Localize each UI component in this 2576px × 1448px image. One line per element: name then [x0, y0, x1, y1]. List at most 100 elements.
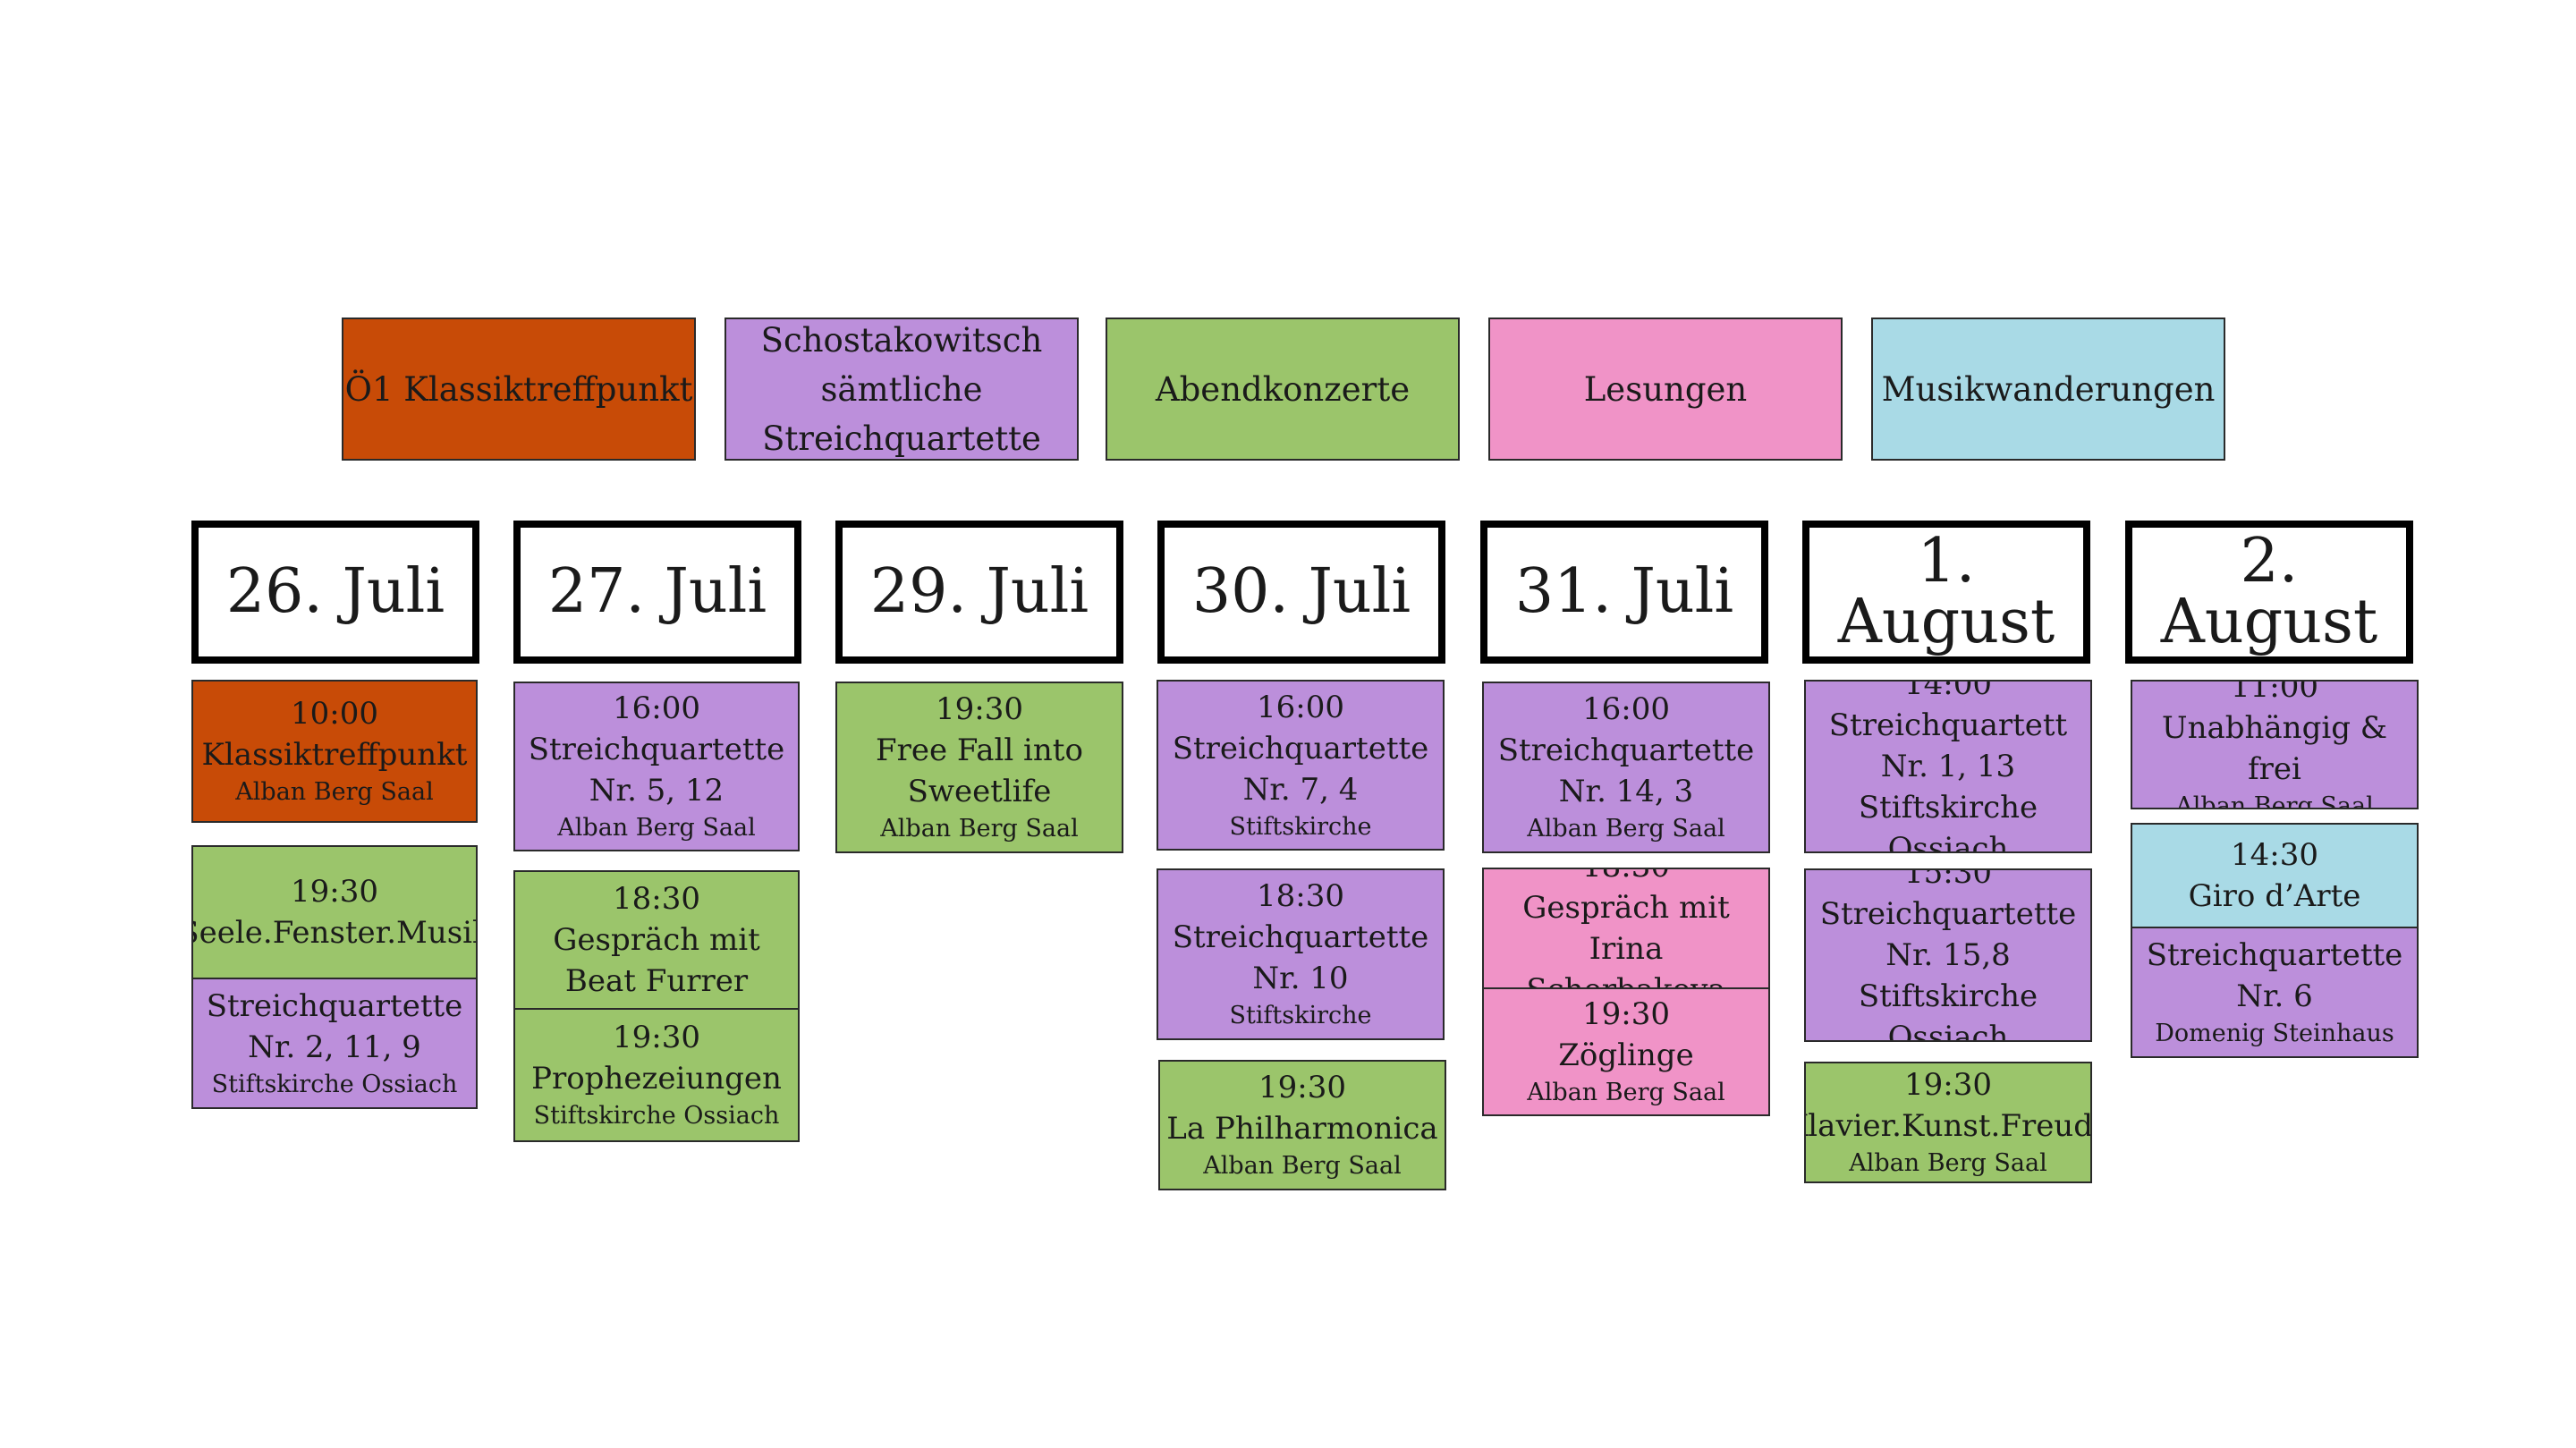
- event-time: 18:30: [1582, 869, 1670, 887]
- event-card: 16:00 Streichquartette Nr. 5, 12 Alban B…: [513, 682, 800, 851]
- legend-lesungen: Lesungen: [1488, 318, 1843, 461]
- event-card: 15:30 Streichquartette Nr. 15,8 Stiftski…: [1804, 868, 2092, 1042]
- event-venue: Stiftskirche Ossiach: [533, 1102, 780, 1130]
- day-title: 27. Juli: [547, 556, 767, 627]
- event-title: Seele.Fenster.Musik: [191, 915, 478, 951]
- event-venue: Stiftskirche: [1229, 812, 1372, 841]
- event-card: 19:30 Free Fall into Sweetlife Alban Ber…: [835, 682, 1123, 853]
- event-title: Beat Furrer: [564, 963, 749, 999]
- legend-label: Schostakowitsch: [760, 320, 1043, 360]
- event-title: Nr. 10: [1252, 961, 1349, 996]
- day-title: 30. Juli: [1191, 556, 1411, 627]
- day-title: 1. August: [1837, 526, 2055, 657]
- day-header-30-juli: 30. Juli: [1157, 521, 1445, 664]
- event-title: Nr. 15,8: [1885, 937, 2011, 973]
- event-venue: Stiftskirche: [1229, 1002, 1372, 1029]
- event-card: 18:30 Gespräch mit Beat Furrer: [513, 870, 800, 1010]
- event-venue: Alban Berg Saal: [1203, 1152, 1402, 1180]
- event-card: 16:00 Streichquartette Nr. 14, 3 Alban B…: [1482, 682, 1770, 853]
- event-title: Nr. 5, 12: [589, 773, 724, 809]
- event-venue: Domenig Steinhaus: [2155, 1019, 2394, 1047]
- event-title: Streichquartette: [528, 732, 785, 767]
- legend-label: sämtliche: [820, 369, 983, 409]
- event-title: Stiftskirche Ossiach: [1858, 978, 2038, 1042]
- event-time: 11:00: [2231, 680, 2318, 705]
- event-venue: Alban Berg Saal: [557, 814, 756, 842]
- event-time: 19:30: [613, 1020, 700, 1055]
- event-time: 18:30: [1257, 878, 1344, 914]
- legend-klassiktreffpunkt: Ö1 Klassiktreffpunkt: [342, 318, 696, 461]
- event-venue: Alban Berg Saal: [235, 778, 434, 806]
- event-title: Streichquartette: [1172, 730, 1429, 766]
- event-time: 18:30: [613, 881, 700, 917]
- event-card: 19:30 Zöglinge Alban Berg Saal: [1482, 987, 1770, 1116]
- event-venue: Stiftskirche Ossiach: [211, 1070, 458, 1098]
- day-header-2-august: 2. August: [2125, 521, 2413, 664]
- event-time: 19:30: [1582, 996, 1670, 1032]
- event-title: Zöglinge: [1558, 1037, 1694, 1073]
- event-title: Sweetlife: [907, 774, 1052, 809]
- legend-label: Abendkonzerte: [1155, 369, 1411, 409]
- day-header-31-juli: 31. Juli: [1480, 521, 1768, 664]
- day-title: 2. August: [2160, 526, 2378, 657]
- event-time: 19:30: [1904, 1067, 1992, 1103]
- event-card: 18:30 Gespräch mit Irina Scherbakova: [1482, 868, 1770, 989]
- event-title: Nr. 2, 11, 9: [248, 1029, 421, 1065]
- event-title: Streichquartette: [1497, 732, 1755, 768]
- day-title: 26. Juli: [225, 556, 445, 627]
- legend-musikwanderungen: Musikwanderungen: [1871, 318, 2225, 461]
- event-title: Nr. 7, 4: [1242, 771, 1359, 808]
- day-header-1-august: 1. August: [1802, 521, 2090, 664]
- event-title: Giro d’Arte: [2188, 878, 2361, 914]
- event-card: 19:30 La Philharmonica Alban Berg Saal: [1158, 1060, 1446, 1190]
- event-title: Scherbakova: [1526, 970, 1725, 987]
- event-title: Nr. 6: [2236, 978, 2313, 1014]
- event-card: Streichquartette Nr. 6 Domenig Steinhaus: [2131, 927, 2419, 1058]
- day-title: 29. Juli: [869, 556, 1089, 627]
- event-time: 15:30: [1904, 868, 1992, 891]
- event-card: 19:30 Klavier.Kunst.Freude Alban Berg Sa…: [1804, 1062, 2092, 1183]
- legend-abendkonzerte: Abendkonzerte: [1106, 318, 1460, 461]
- event-time: 19:30: [1258, 1070, 1346, 1105]
- event-card: 19:30 Seele.Fenster.Musik: [191, 845, 478, 979]
- event-card: Streichquartette Nr. 2, 11, 9 Stiftskirc…: [191, 978, 478, 1109]
- event-time: 16:00: [1257, 689, 1344, 725]
- event-venue: Alban Berg Saal: [1849, 1149, 2047, 1177]
- event-card: 16:00 Streichquartette Nr. 7, 4 Stiftski…: [1157, 680, 1445, 851]
- event-card: 14:00 Streichquartett Nr. 1, 13 Stiftski…: [1804, 680, 2092, 853]
- event-title: Streichquartett: [1828, 707, 2068, 743]
- legend-label: Lesungen: [1583, 369, 1748, 409]
- event-title: Prophezeiungen: [531, 1061, 782, 1097]
- event-title: Unabhängig & frei: [2161, 709, 2388, 787]
- event-title: Gespräch mit Irina: [1522, 890, 1730, 967]
- legend-streichquartette: Schostakowitsch sämtliche Streichquartet…: [724, 318, 1079, 461]
- event-title: Streichquartette: [206, 987, 463, 1024]
- day-header-26-juli: 26. Juli: [191, 521, 479, 664]
- event-title: Nr. 14, 3: [1558, 774, 1694, 809]
- event-card: 14:30 Giro d’Arte: [2131, 823, 2419, 928]
- event-venue: Alban Berg Saal: [1527, 815, 1725, 843]
- event-title: Nr. 1, 13: [1880, 749, 2016, 784]
- event-title: Klavier.Kunst.Freude: [1806, 1108, 2092, 1144]
- event-time: 14:30: [2231, 837, 2318, 873]
- event-time: 16:00: [1582, 691, 1670, 727]
- day-header-29-juli: 29. Juli: [835, 521, 1123, 664]
- event-title: Streichquartette: [1819, 896, 2077, 932]
- event-time: 14:00: [1904, 680, 1992, 702]
- event-card: 11:00 Unabhängig & frei Alban Berg Saal: [2131, 680, 2419, 809]
- event-time: 19:30: [291, 874, 378, 910]
- event-title: Streichquartette: [1172, 919, 1429, 955]
- event-title: Gespräch mit: [553, 922, 760, 958]
- event-card: 19:30 Prophezeiungen Stiftskirche Ossiac…: [513, 1008, 800, 1142]
- event-title: Stiftskirche Ossiach: [1858, 790, 2038, 853]
- event-time: 19:30: [936, 691, 1023, 727]
- day-header-27-juli: 27. Juli: [513, 521, 801, 664]
- event-title: La Philharmonica: [1166, 1111, 1438, 1147]
- event-title: Streichquartette: [2146, 936, 2403, 973]
- event-venue: Alban Berg Saal: [1527, 1079, 1725, 1106]
- legend-label: Streichquartette: [762, 419, 1041, 458]
- event-title: Free Fall into: [876, 732, 1083, 768]
- day-title: 31. Juli: [1514, 556, 1734, 627]
- event-card: 18:30 Streichquartette Nr. 10 Stiftskirc…: [1157, 868, 1445, 1040]
- legend-label: Musikwanderungen: [1881, 369, 2216, 409]
